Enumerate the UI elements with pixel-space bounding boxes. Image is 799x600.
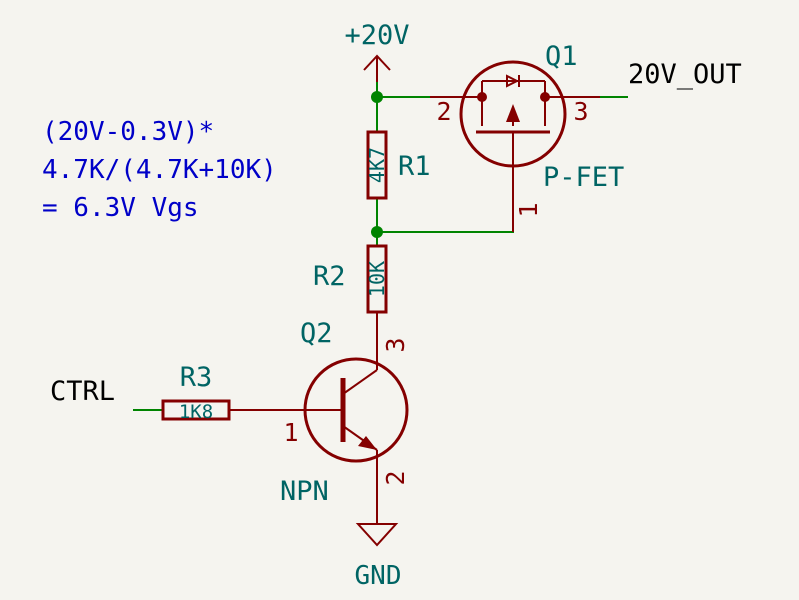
q1-ref: Q1 <box>545 41 578 72</box>
wires <box>133 82 628 411</box>
gnd-label: GND <box>355 561 402 591</box>
q2-pin-1: 1 <box>283 418 298 447</box>
transistor-q1-pfet[interactable] <box>430 60 600 232</box>
resistor-r3[interactable]: 1K8 R3 <box>161 362 300 423</box>
q2-pin-2: 2 <box>381 470 410 485</box>
junction-dot-top <box>371 91 383 103</box>
r2-value: 10K <box>365 261 389 297</box>
q1-dot-drain <box>477 92 487 102</box>
q1-pin-1: 1 <box>514 202 543 217</box>
net-label-ctrl: CTRL <box>50 376 115 407</box>
vgs-note: (20V-0.3V)* 4.7K/(4.7K+10K) = 6.3V Vgs <box>42 117 277 223</box>
gnd-symbol <box>355 500 399 547</box>
r1-body <box>366 130 388 200</box>
q1-value: P-FET <box>543 162 624 193</box>
resistor-r2[interactable]: 10K R2 <box>313 244 389 370</box>
note-line-2: 4.7K/(4.7K+10K) <box>42 155 277 185</box>
vcc-label: +20V <box>344 20 409 51</box>
r2-ref: R2 <box>313 261 346 292</box>
r1-ref: R1 <box>398 151 431 182</box>
transistor-q2-npn[interactable] <box>300 357 409 500</box>
q2-emitter-arrow <box>358 436 377 450</box>
vcc-symbol <box>363 54 391 82</box>
resistor-r1[interactable]: 4K7 R1 <box>365 130 431 200</box>
q2-collector-diag <box>342 369 378 395</box>
q2-value: NPN <box>280 476 329 507</box>
note-line-1: (20V-0.3V)* <box>42 117 214 147</box>
note-line-3: = 6.3V Vgs <box>42 193 199 223</box>
q2-ref: Q2 <box>300 318 333 349</box>
net-label-20v-out: 20V_OUT <box>628 59 742 90</box>
r1-value: 4K7 <box>365 147 389 183</box>
q1-pin-3: 3 <box>573 97 588 126</box>
r3-value: 1K8 <box>179 401 213 423</box>
r2-body <box>366 244 388 314</box>
q1-dot-source <box>540 92 550 102</box>
q1-arrow <box>506 104 520 122</box>
q1-pin-2: 2 <box>436 97 451 126</box>
junction-dot-divider <box>371 226 383 238</box>
q1-body-diode-triangle <box>506 74 520 88</box>
r3-ref: R3 <box>180 362 213 393</box>
q2-pin-3: 3 <box>381 337 410 352</box>
